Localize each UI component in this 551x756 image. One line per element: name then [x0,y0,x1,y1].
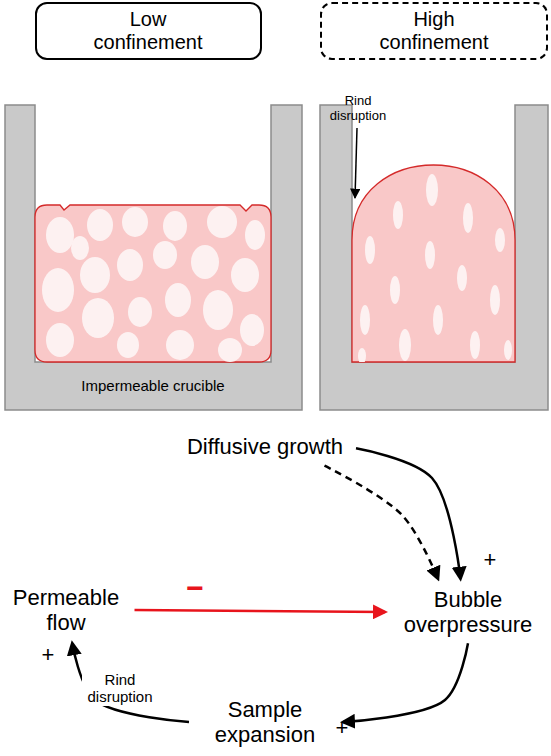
cycle-arrow [325,466,439,579]
cycle-arrow [356,448,461,578]
bubble [117,249,143,281]
leader-line [355,128,357,198]
bubble [165,283,191,317]
process-label: Sample expansion [195,697,335,748]
node-text: Low confinement [83,8,213,54]
edge-label: Rind disruption [82,670,158,707]
bubble [358,348,366,364]
sign-label: − [183,571,207,606]
bubble [463,203,473,233]
cycle-arrow [343,643,468,722]
callout-label: Rind disruption [323,94,393,124]
sample-low [35,205,271,362]
part-label: Impermeable crucible [68,377,238,394]
bubble [495,228,505,252]
bubble [191,245,219,279]
crucible-right [320,105,548,410]
bubble [245,220,265,250]
cycle-arrow [72,643,189,722]
bubble [433,305,443,335]
bubble [231,258,259,292]
bubble [117,332,139,358]
bubble [87,209,113,241]
bubble [399,329,411,361]
bubble [425,241,435,269]
bubble [71,236,89,260]
bubble [390,276,400,304]
node-text: Permeable flow [4,585,129,636]
bubble [365,236,375,264]
bubble [218,338,242,362]
sign-label: + [38,642,58,667]
node-text: Diffusive growth [180,434,350,459]
bubble [166,330,194,360]
bubble [42,268,74,312]
node-text: Sample expansion [195,697,335,748]
bubble [80,257,110,293]
bubble [504,340,512,360]
cycle-arrow [135,610,386,612]
bubble [490,285,500,315]
bubble [426,174,438,206]
process-label: Permeable flow [4,585,129,636]
bubble [128,297,152,327]
bubble [122,207,148,237]
crucible-left [5,105,302,410]
bubble [240,314,264,346]
bubble [393,201,403,229]
bubble [46,217,74,253]
bubble [163,211,187,241]
sign-label: + [480,547,500,572]
condition-box: Low confinement [35,2,262,60]
node-text: High confinement [369,8,499,54]
process-label: Diffusive growth [180,434,350,459]
bubble [470,331,480,359]
process-label: Bubble overpressure [393,587,543,638]
bubble [82,298,114,338]
condition-box: High confinement [320,2,548,60]
sample-high [352,165,515,362]
bubble [153,241,177,269]
node-text: Bubble overpressure [393,587,543,638]
sign-label: + [332,715,352,740]
bubble [207,206,237,238]
bubble [203,290,233,330]
bubble [46,323,74,357]
bubble [457,265,467,291]
bubble [360,305,370,335]
